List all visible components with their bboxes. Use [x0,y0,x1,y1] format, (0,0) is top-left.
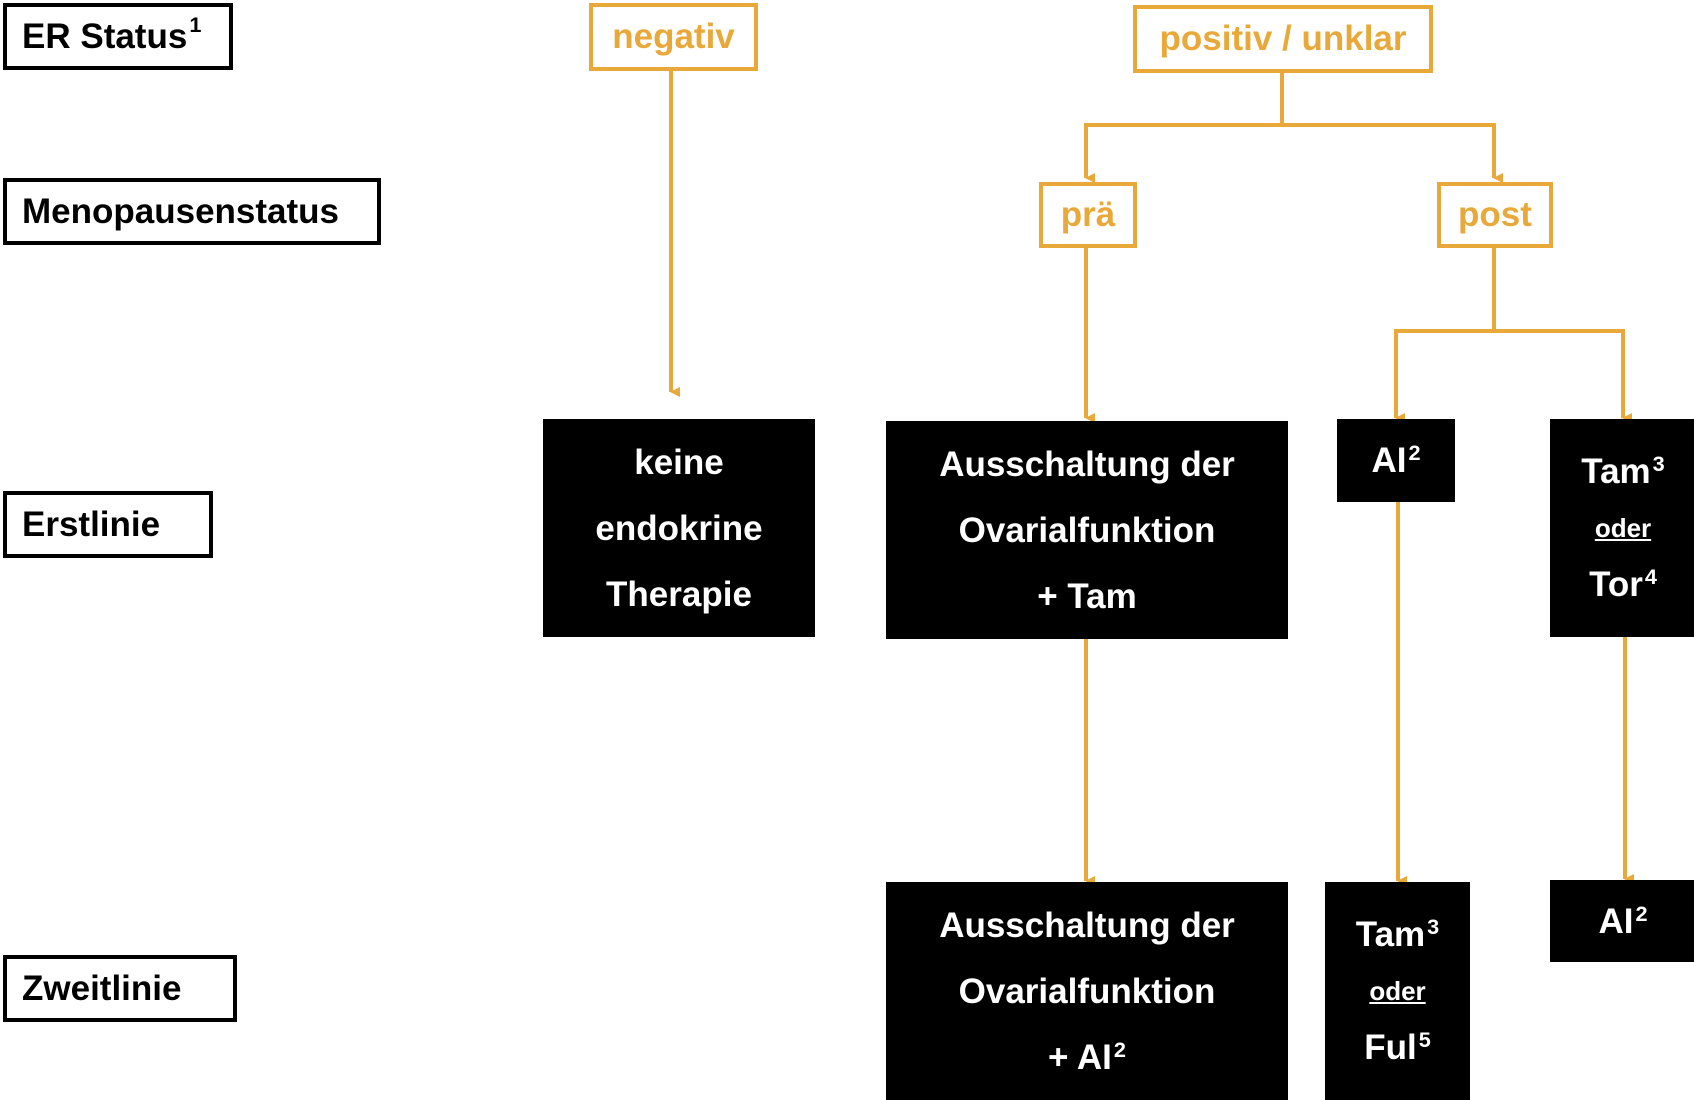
node-first-line-none: keine endokrine Therapie [543,419,815,637]
second-tam-label: Tam3 [1355,914,1440,954]
line-positiv-split [1084,73,1284,183]
first-tor-label: Tor4 [1589,564,1657,604]
none-line-3: Therapie [606,574,752,614]
none-line-1: keine [634,442,724,482]
node-menopause-post: post [1437,182,1553,248]
second-ai-label: AI2 [1598,900,1648,941]
ovarian-ai-line-3: + AI2 [1048,1036,1126,1077]
first-ai-label: AI2 [1371,440,1421,480]
ovarian-tam-line-3: + Tam [1037,576,1137,616]
node-second-line-ai: AI2 [1550,880,1694,962]
first-line-text: Erstlinie [22,504,161,544]
none-line-2: endokrine [595,508,763,548]
ovarian-tam-line-1: Ausschaltung der [939,444,1235,484]
menopause-text: Menopausenstatus [22,191,339,231]
node-first-line-ovarian-tam: Ausschaltung der Ovarialfunktion + Tam [886,421,1288,639]
node-second-line-tam-ful: Tam3 oder Ful5 [1325,882,1470,1100]
er-status-text: ER Status [22,16,188,56]
er-negative-text: negativ [612,17,735,56]
line-post-split [1394,248,1496,423]
er-status-footnote: 1 [189,11,202,37]
ovarian-ai-line-1: Ausschaltung der [939,905,1235,945]
ovarian-tam-line-2: Ovarialfunktion [958,510,1216,550]
node-er-positive: positiv / unklar [1133,5,1433,73]
node-first-line-ai: AI2 [1337,419,1455,502]
first-tam-label: Tam3 [1581,451,1665,491]
second-oder-connector: oder [1369,976,1426,1006]
ovarian-ai-line-2: Ovarialfunktion [958,971,1216,1011]
er-positive-text: positiv / unklar [1159,19,1407,58]
menopause-pre-text: prä [1060,195,1116,234]
node-second-line-ovarian-ai: Ausschaltung der Ovarialfunktion + AI2 [886,882,1288,1100]
node-er-negative: negativ [589,3,758,71]
first-oder-connector: oder [1594,513,1652,543]
line-post-to-tam-tor [1494,329,1632,423]
node-menopause-pre: prä [1039,182,1137,248]
row-label-second-line: Zweitlinie [3,955,237,1022]
second-ful-label: Ful5 [1364,1027,1431,1067]
menopause-post-text: post [1458,195,1532,234]
row-label-first-line: Erstlinie [3,491,213,558]
line-positiv-to-post [1282,123,1503,183]
node-first-line-tam-tor: Tam3 oder Tor4 [1550,419,1694,637]
row-label-menopause: Menopausenstatus [3,178,381,245]
second-line-text: Zweitlinie [22,968,182,1008]
